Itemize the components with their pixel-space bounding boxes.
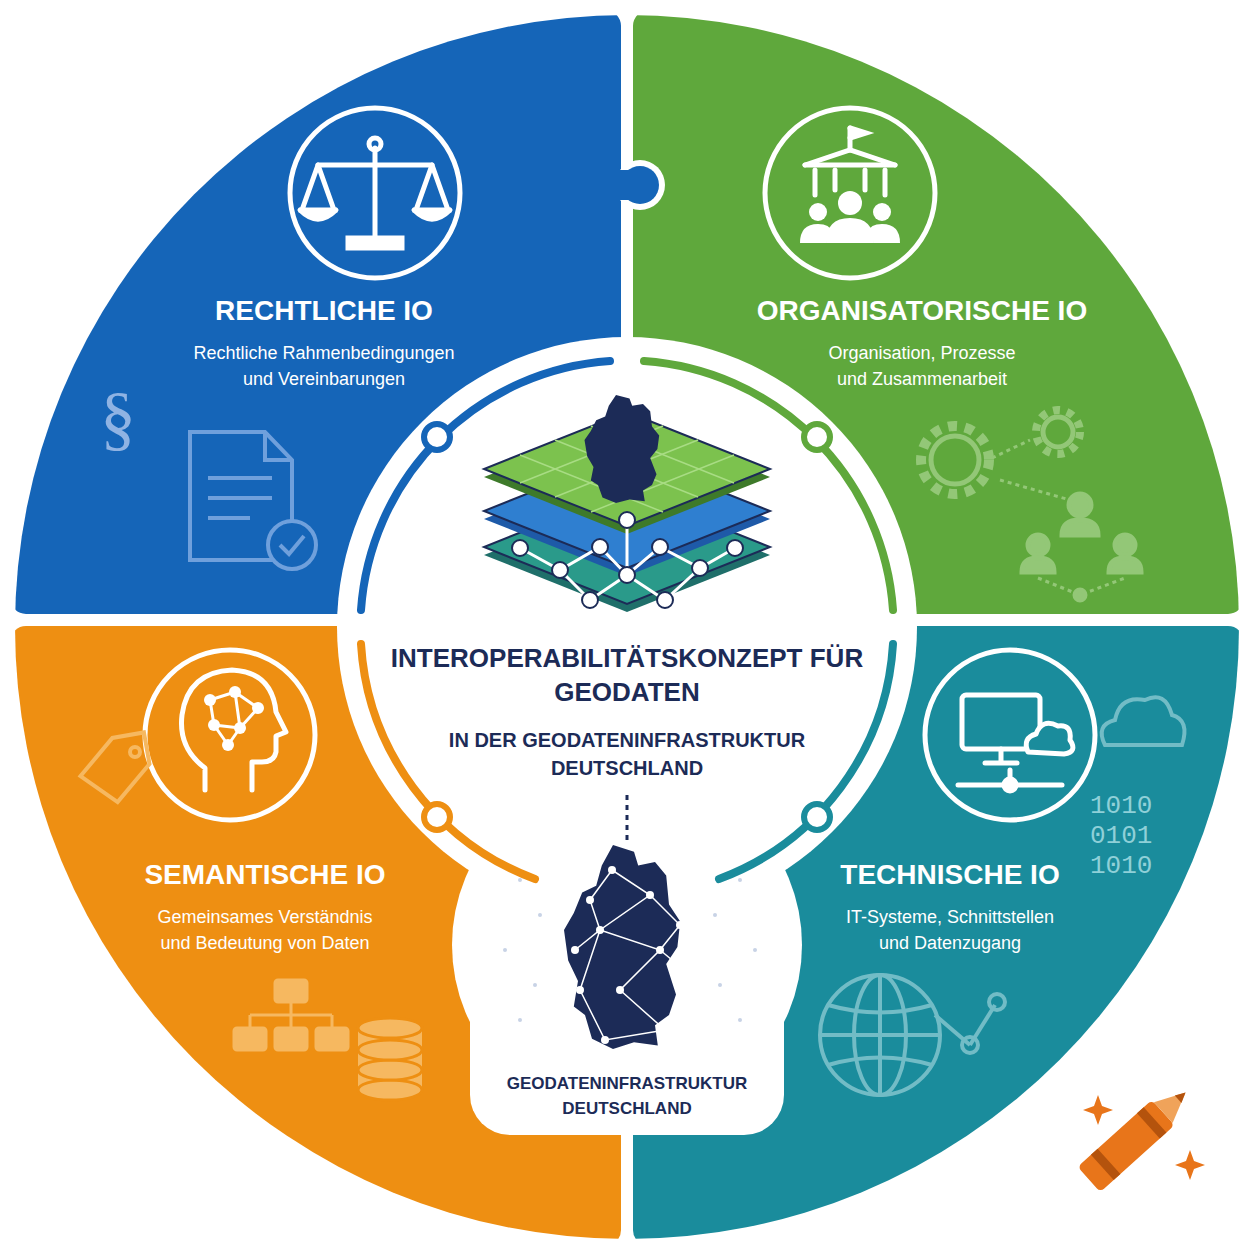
- quadrant-description: Rechtliche Rahmenbedingungen und Vereinb…: [182, 340, 467, 392]
- tag-icon: [75, 732, 155, 807]
- quadrant-description: Gemeinsames Verständnis und Bedeutung vo…: [148, 904, 383, 956]
- quadrant-heading-row: ORGANISATORISCHE IO: [712, 294, 1132, 328]
- quadrant-heading: ORGANISATORISCHE IO: [712, 294, 1132, 328]
- computer-icon: [925, 650, 1095, 820]
- quadrant-heading: SEMANTISCHE IO: [65, 858, 465, 892]
- quadrant-description: IT-Systeme, Schnittstellen und Datenzuga…: [833, 904, 1068, 956]
- puzzle-knob: [615, 160, 665, 210]
- layer-stack: [484, 395, 770, 612]
- quadrant-shapes: [10, 10, 1244, 1246]
- center-title-row: INTEROPERABILITÄTSKONZEPT FÜR GEODATEN: [337, 642, 917, 710]
- institution-icon: [765, 108, 935, 278]
- center-subtitle-row: IN DER GEODATENINFRASTRUKTUR DEUTSCHLAND: [337, 726, 917, 782]
- head-icon: [145, 650, 315, 820]
- document-icon: [190, 432, 316, 569]
- gears-icon: [921, 410, 1141, 600]
- quadrant-heading: TECHNISCHE IO: [760, 858, 1140, 892]
- quadrant-description: Organisation, Prozesse und Zusammenarbei…: [817, 340, 1027, 392]
- database-icon: [358, 1018, 422, 1100]
- quadrant-description-row: IT-Systeme, Schnittstellen und Datenzuga…: [760, 904, 1140, 956]
- sparkle-marks: [1083, 1095, 1205, 1180]
- legal-quadrant: RECHTLICHE IO Rechtliche Rahmenbedingunge…: [134, 294, 514, 404]
- binary-digits: 1010: [1090, 793, 1152, 819]
- center-circle: INTEROPERABILITÄTSKONZEPT FÜR GEODATEN IN…: [337, 642, 917, 1122]
- cloud-icon: [1102, 697, 1185, 745]
- center-ground: [337, 337, 917, 1135]
- quadrant-heading-row: SEMANTISCHE IO: [65, 858, 465, 892]
- quadrant-description-row: Organisation, Prozesse und Zusammenarbei…: [712, 340, 1132, 392]
- org-chart-icon: [234, 980, 348, 1050]
- technical-quadrant: TECHNISCHE IO IT-Systeme, Schnittstellen …: [760, 858, 1140, 968]
- quadrant-description-row: Gemeinsames Verständnis und Bedeutung vo…: [65, 904, 465, 956]
- quadrant-heading-row: TECHNISCHE IO: [760, 858, 1140, 892]
- center-title: INTEROPERABILITÄTSKONZEPT FÜR GEODATEN: [382, 642, 872, 710]
- crayon-mark: [1078, 1080, 1197, 1192]
- binary-digits: 0101: [1090, 823, 1152, 849]
- globe-icon: [820, 975, 1005, 1095]
- network-map: [503, 845, 757, 1049]
- quadrant-heading-row: RECHTLICHE IO: [134, 294, 514, 328]
- scales-icon: [290, 108, 460, 278]
- quadrant-heading: RECHTLICHE IO: [134, 294, 514, 328]
- semantic-quadrant: SEMANTISCHE IO Gemeinsames Verständnis un…: [65, 858, 465, 968]
- map-caption: GEODATENINFRASTRUKTUR DEUTSCHLAND: [487, 1072, 767, 1121]
- quadrant-description-row: Rechtliche Rahmenbedingungen und Vereinb…: [134, 340, 514, 392]
- organisational-quadrant: ORGANISATORISCHE IO Organisation, Prozess…: [712, 294, 1132, 404]
- binary-digits: 1010: [1090, 853, 1152, 879]
- center-ring: [361, 361, 893, 879]
- map-caption-row: GEODATENINFRASTRUKTUR DEUTSCHLAND: [337, 1072, 917, 1121]
- paragraph-symbol: §: [100, 382, 136, 454]
- center-subtitle: IN DER GEODATENINFRASTRUKTUR DEUTSCHLAND: [417, 726, 837, 782]
- dotted-link: [626, 795, 629, 842]
